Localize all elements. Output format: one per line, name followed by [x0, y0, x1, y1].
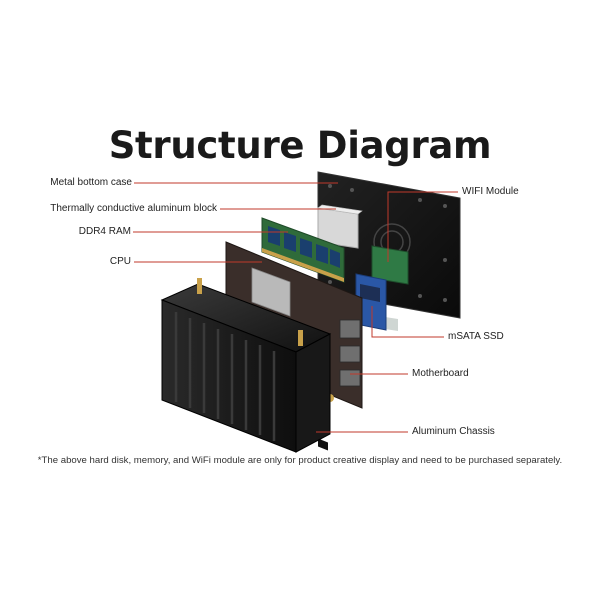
callout-lines — [133, 182, 458, 433]
label-thermal-block: Thermally conductive aluminum block — [50, 203, 217, 214]
diagram-title: Structure Diagram — [108, 124, 492, 167]
ddr4-ram — [261, 217, 345, 283]
thermal-aluminum-block — [317, 204, 363, 249]
callout-wifi-module — [387, 191, 458, 262]
label-wifi-module: WIFI Module — [462, 186, 519, 197]
label-aluminum-chassis: Aluminum Chassis — [412, 426, 495, 437]
label-msata-ssd: mSATA SSD — [448, 331, 504, 342]
label-cpu: CPU — [109, 256, 131, 267]
footnote: *The above hard disk, memory, and WiFi m… — [37, 455, 563, 466]
label-metal-bottom-case: Metal bottom case — [50, 177, 132, 188]
callout-msata-ssd — [371, 306, 444, 338]
msata-ssd — [355, 273, 387, 331]
aluminum-chassis — [160, 278, 332, 453]
label-ddr4-ram: DDR4 RAM — [78, 226, 131, 237]
label-motherboard: Motherboard — [412, 368, 469, 379]
